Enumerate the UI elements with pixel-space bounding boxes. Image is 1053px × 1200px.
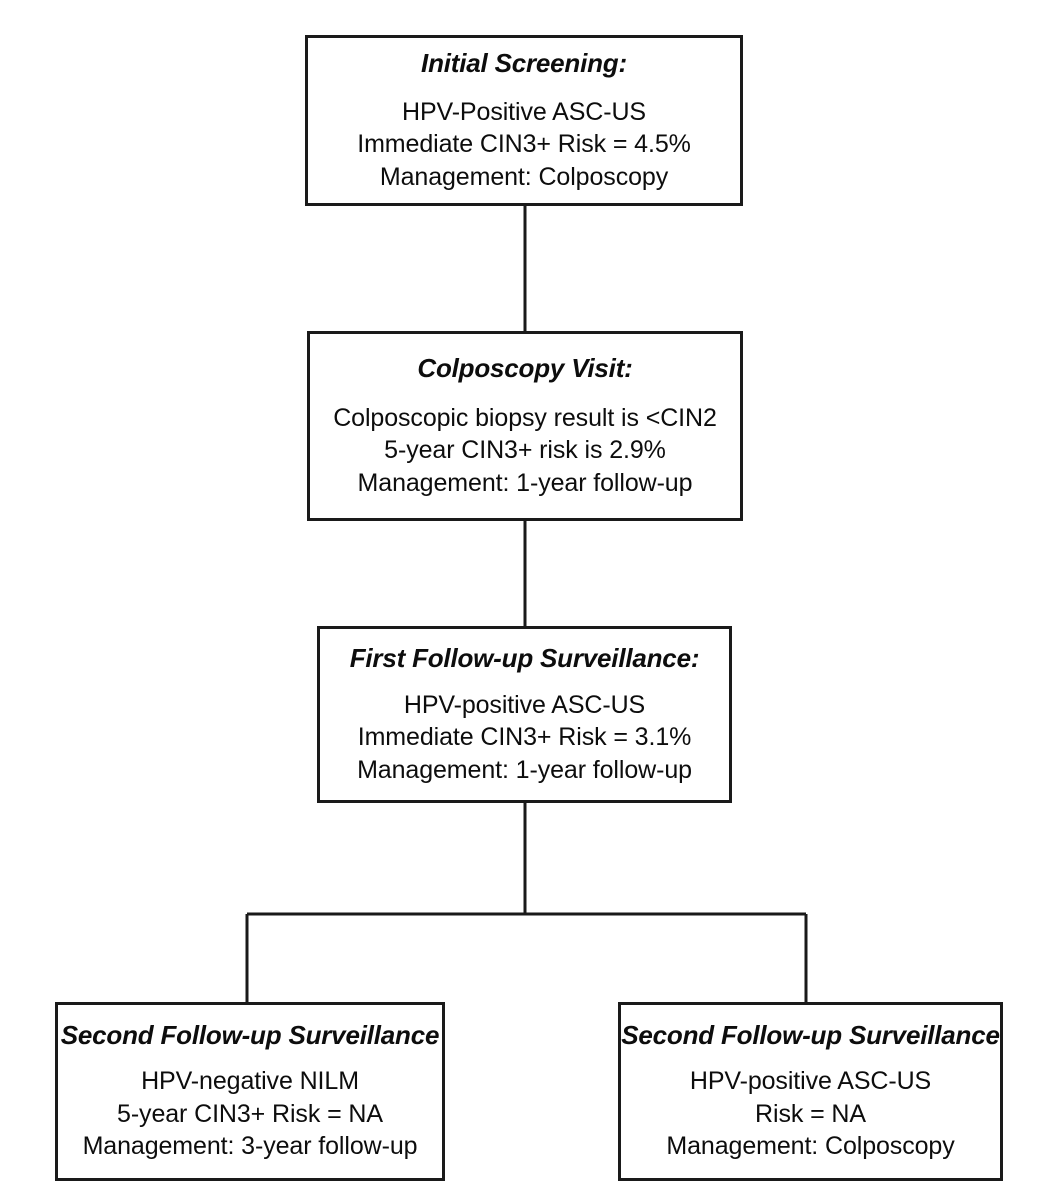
node-line-risk: Immediate CIN3+ Risk = 3.1% [357, 723, 692, 752]
node-colposcopy-visit[interactable]: Colposcopy Visit: Colposcopic biopsy res… [307, 331, 743, 521]
node-body: HPV-Positive ASC-US Immediate CIN3+ Risk… [357, 96, 691, 194]
node-line-risk: 5-year CIN3+ risk is 2.9% [384, 436, 666, 465]
node-line-management: Management: Colposcopy [666, 1132, 955, 1161]
node-title: First Follow-up Surveillance: [349, 642, 700, 673]
node-initial-screening[interactable]: Initial Screening: HPV-Positive ASC-US I… [305, 35, 743, 206]
node-line-risk: Risk = NA [755, 1099, 866, 1128]
node-line-management: Management: Colposcopy [379, 162, 669, 191]
node-body: HPV-positive ASC-US Immediate CIN3+ Risk… [357, 689, 692, 787]
node-line-result: HPV-negative NILM [141, 1067, 359, 1096]
node-body: HPV-negative NILM 5-year CIN3+ Risk = NA… [83, 1065, 418, 1163]
node-second-followup-surveillance-right[interactable]: Second Follow-up Surveillance HPV-positi… [618, 1002, 1003, 1181]
node-line-risk: 5-year CIN3+ Risk = NA [117, 1099, 383, 1128]
node-line-result: HPV-positive ASC-US [689, 1067, 932, 1096]
node-title: Second Follow-up Surveillance [60, 1020, 440, 1051]
node-title: Colposcopy Visit: [417, 352, 633, 383]
node-line-management: Management: 1-year follow-up [357, 468, 693, 497]
node-title: Second Follow-up Surveillance [621, 1020, 1000, 1051]
node-line-management: Management: 3-year follow-up [82, 1132, 418, 1161]
node-body: Colposcopic biopsy result is <CIN2 5-yea… [333, 402, 717, 500]
node-line-result: HPV-positive ASC-US [403, 690, 646, 719]
node-line-result: HPV-Positive ASC-US [401, 97, 646, 126]
node-line-management: Management: 1-year follow-up [357, 755, 692, 784]
node-line-risk: Immediate CIN3+ Risk = 4.5% [357, 130, 691, 159]
node-line-result: Colposcopic biopsy result is <CIN2 [333, 403, 717, 432]
node-title: Initial Screening: [421, 47, 627, 78]
node-first-followup-surveillance[interactable]: First Follow-up Surveillance: HPV-positi… [317, 626, 732, 803]
node-body: HPV-positive ASC-US Risk = NA Management… [666, 1065, 954, 1163]
node-second-followup-surveillance-left[interactable]: Second Follow-up Surveillance HPV-negati… [55, 1002, 445, 1181]
